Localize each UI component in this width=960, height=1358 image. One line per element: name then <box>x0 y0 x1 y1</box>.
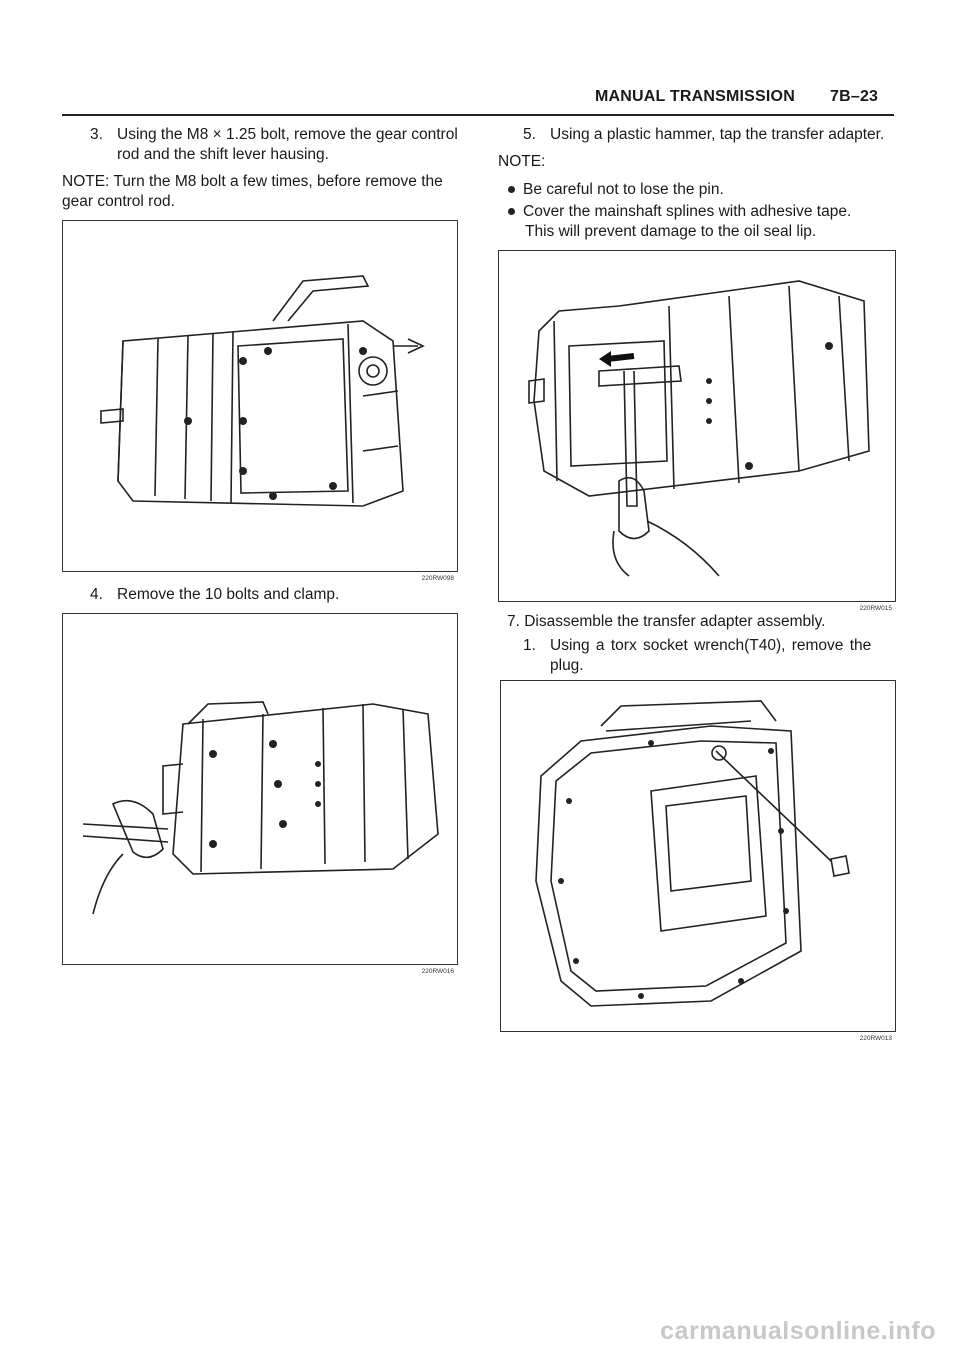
substep1-number: 1. <box>523 637 536 654</box>
figure3-id: 220RW015 <box>859 605 892 612</box>
bullet-icon <box>508 208 515 215</box>
note-bullet-1: Be careful not to lose the pin. <box>508 180 724 200</box>
substep1-line1: Using a torx socket wrench(T40), remove … <box>550 637 872 654</box>
transmission-bolts-drawing <box>82 701 439 915</box>
step7-text: 7. Disassemble the transfer adapter asse… <box>507 613 826 630</box>
figure2-id: 220RW016 <box>421 968 454 975</box>
step5-text: Using a plastic hammer, tap the transfer… <box>550 126 885 143</box>
watermark: carmanualsonline.info <box>660 1317 936 1345</box>
note-bullet-2: Cover the mainshaft splines with adhesiv… <box>508 202 851 222</box>
note-line1: NOTE: Turn the M8 bolt a few times, befo… <box>62 173 443 190</box>
figure1-id: 220RW098 <box>421 575 454 582</box>
substep1-line2: plug. <box>550 657 584 674</box>
transmission-side-drawing <box>100 275 425 507</box>
page-number: 7B–23 <box>830 88 879 105</box>
step3-number: 3. <box>90 126 103 143</box>
step5-number: 5. <box>523 126 536 143</box>
figure4-id: 220RW013 <box>859 1035 892 1042</box>
step3-line1: Using the M8 × 1.25 bolt, remove the gea… <box>117 126 458 143</box>
figure-remove-plug: 220RW013 <box>500 680 896 1042</box>
header-rule <box>62 114 894 116</box>
bullet-icon <box>508 186 515 193</box>
transmission-hammer-drawing <box>528 280 870 577</box>
note-bullet-2-continued: This will prevent damage to the oil seal… <box>525 223 817 240</box>
step4-number: 4. <box>90 586 103 603</box>
figure-gear-control-rod: 220RW098 <box>62 220 458 582</box>
note-label: NOTE: <box>498 153 546 170</box>
note-line2: gear control rod. <box>62 193 175 210</box>
step3-line2: rod and the shift lever hausing. <box>117 146 329 163</box>
transfer-adapter-drawing <box>535 700 850 1007</box>
step4-text: Remove the 10 bolts and clamp. <box>117 586 340 603</box>
section-title: MANUAL TRANSMISSION <box>595 88 795 105</box>
figure-remove-bolts: 220RW016 <box>62 613 458 975</box>
figure-plastic-hammer: 220RW015 <box>498 250 896 612</box>
